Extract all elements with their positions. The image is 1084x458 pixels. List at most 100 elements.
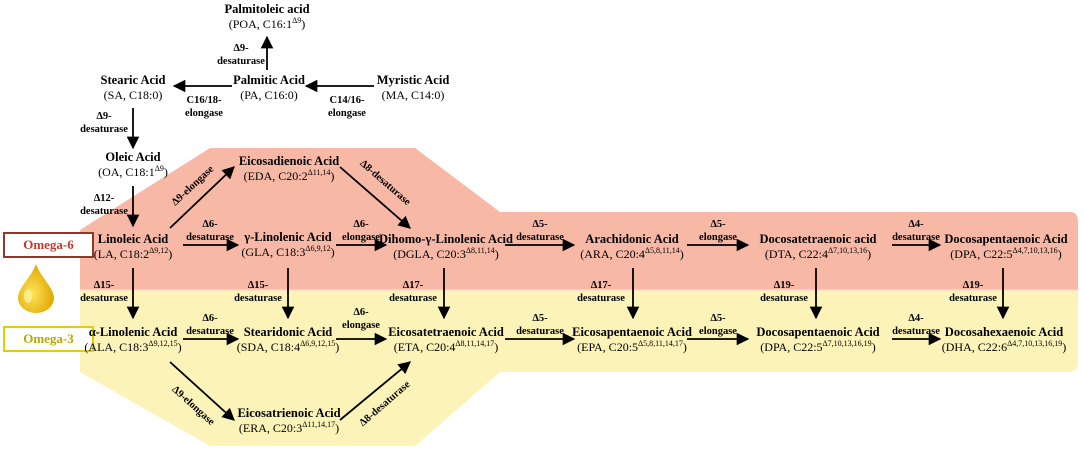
node-abbr: ETA, C20:4 bbox=[397, 340, 456, 354]
node-sup: Δ9,12 bbox=[149, 246, 169, 255]
node-sup: Δ5,8,11,14 bbox=[644, 246, 680, 255]
node-dpa6: Docosapentaenoic Acid (DPA, C22:5Δ4,7,10… bbox=[944, 232, 1068, 261]
enzyme-label-line: desaturase bbox=[80, 124, 128, 136]
node-sup: Δ7,10,13,16,19 bbox=[822, 339, 872, 348]
enzyme-label-line: Δ6- bbox=[353, 219, 369, 230]
enzyme-la-gla: Δ6-desaturase bbox=[186, 218, 234, 244]
enzyme-label-line: desaturase bbox=[80, 206, 128, 218]
enzyme-label-line: Δ19- bbox=[962, 280, 984, 291]
enzyme-ma-pa: C14/16- elongase bbox=[328, 94, 366, 120]
enzyme-label-line: desaturase bbox=[516, 232, 564, 244]
node-sup: Δ4,7,10,13,16,19 bbox=[1007, 339, 1063, 348]
node-dgla: Dihomo-γ-Linolenic Acid (DGLA, C20:3Δ8,1… bbox=[379, 232, 513, 261]
node-abbr: DPA, C22:5 bbox=[954, 247, 1013, 261]
enzyme-epa-dpa3: Δ5-elongase bbox=[699, 312, 737, 338]
enzyme-label-line: elongase bbox=[699, 232, 737, 244]
node-era: Eicosatrienoic Acid (ERA, C20:3Δ11,14,17… bbox=[237, 406, 341, 435]
node-name: Myristic Acid bbox=[376, 73, 450, 87]
enzyme-label-line: desaturase bbox=[80, 293, 128, 305]
node-name: Eicosadienoic Acid bbox=[238, 154, 340, 168]
enzyme-label-line: desaturase bbox=[892, 326, 940, 338]
node-abbr: ERA, C20:3 bbox=[242, 421, 303, 435]
enzyme-la-ala: Δ15-desaturase bbox=[80, 279, 128, 305]
enzyme-label-line: Δ9- bbox=[233, 43, 249, 54]
enzyme-oa-la: Δ12-desaturase bbox=[80, 192, 128, 218]
node-abbr: EDA, C20:2 bbox=[247, 169, 308, 183]
node-abbr: SA, C18:0 bbox=[107, 88, 159, 102]
enzyme-label-line: Δ9- bbox=[96, 111, 112, 122]
enzyme-label-line: Δ6- bbox=[202, 219, 218, 230]
enzyme-label-line: desaturase bbox=[217, 56, 265, 68]
enzyme-label-line: desaturase bbox=[949, 293, 997, 305]
enzyme-label-line: C16/18- bbox=[186, 95, 222, 106]
node-name: Eicosatetraenoic Acid bbox=[388, 325, 504, 339]
node-pa: Palmitic Acid (PA, C16:0) bbox=[233, 73, 305, 102]
enzyme-ara-dta: Δ5-elongase bbox=[699, 218, 737, 244]
node-abbr: DPA, C22:5 bbox=[764, 340, 823, 354]
node-ala: α-Linolenic Acid (ALA, C18:3Δ9,12,15) bbox=[84, 325, 182, 354]
enzyme-label-line: Δ17- bbox=[402, 280, 424, 291]
enzyme-label-line: Δ6- bbox=[353, 307, 369, 318]
enzyme-label-line: desaturase bbox=[234, 293, 282, 305]
enzyme-pa-poa: Δ9- desaturase bbox=[217, 42, 265, 68]
node-name: Docosatetraenoic acid bbox=[759, 232, 877, 246]
node-abbr: OA, C18:1 bbox=[102, 165, 155, 179]
arrow-eda-dgla bbox=[339, 166, 411, 229]
node-sup: Δ9,12,15 bbox=[148, 339, 178, 348]
node-abbr: ARA, C20:4 bbox=[584, 247, 645, 261]
enzyme-ara-epa: Δ17- desaturase bbox=[577, 279, 625, 305]
node-name: Linoleic Acid bbox=[97, 232, 169, 246]
enzyme-label-line: desaturase bbox=[892, 232, 940, 244]
enzyme-label-line: desaturase bbox=[516, 326, 564, 338]
node-abbr: POA, C16:1 bbox=[232, 17, 293, 31]
enzyme-label-line: Δ5- bbox=[532, 219, 548, 230]
node-ara: Arachidonic Acid (ARA, C20:4Δ5,8,11,14) bbox=[580, 232, 684, 261]
oil-drop-icon bbox=[18, 264, 54, 313]
node-abbr: ALA, C18:3 bbox=[88, 340, 149, 354]
arrow-era-eta bbox=[339, 361, 411, 421]
node-sup: Δ7,10,13,16 bbox=[827, 246, 868, 255]
enzyme-gla-sda: Δ15-desaturase bbox=[234, 279, 282, 305]
node-name: Stearic Acid bbox=[100, 73, 166, 87]
arrow-ala-era bbox=[169, 361, 235, 421]
node-sa: Stearic Acid (SA, C18:0) bbox=[100, 73, 166, 102]
enzyme-sda-eta: Δ6-elongase bbox=[342, 306, 380, 332]
node-sup: Δ9 bbox=[154, 164, 164, 173]
enzyme-label-line: Δ6- bbox=[202, 313, 218, 324]
node-abbr: PA, C16:0 bbox=[244, 88, 294, 102]
node-abbr: DGLA, C20:3 bbox=[397, 247, 466, 261]
enzyme-label-line: elongase bbox=[185, 108, 223, 120]
enzyme-label-line: elongase bbox=[328, 108, 366, 120]
arrow-la-eda bbox=[169, 166, 235, 229]
node-name: Docosapentaenoic Acid bbox=[756, 325, 880, 339]
node-sup: Δ9 bbox=[292, 16, 302, 25]
node-name: Palmitic Acid bbox=[233, 73, 305, 87]
node-abbr: DTA, C22:4 bbox=[768, 247, 828, 261]
node-poa: Palmitoleic acid (POA, C16:1Δ9) bbox=[224, 2, 310, 31]
node-ma: Myristic Acid (MA, C14:0) bbox=[376, 73, 450, 102]
node-name: Arachidonic Acid bbox=[585, 232, 679, 246]
node-gla: γ-Linolenic Acid (GLA, C18:3Δ6,9,12) bbox=[241, 230, 335, 259]
enzyme-label-line: desaturase bbox=[577, 293, 625, 305]
enzyme-dgla-ara: Δ5- desaturase bbox=[516, 218, 564, 244]
enzyme-label-line: Δ5- bbox=[710, 313, 726, 324]
node-name: Oleic Acid bbox=[105, 150, 161, 164]
node-sup: Δ5,8,11,14,17 bbox=[638, 339, 683, 348]
node-sda: Stearidonic Acid (SDA, C18:4Δ6,9,12,15) bbox=[236, 325, 340, 354]
node-dha: Docosahexaenoic Acid (DHA, C22:6Δ4,7,10,… bbox=[941, 325, 1067, 354]
node-sup: Δ4,7,10,13,16 bbox=[1012, 246, 1058, 255]
enzyme-label-line: Δ4- bbox=[908, 219, 924, 230]
node-name: γ-Linolenic Acid bbox=[244, 230, 332, 244]
node-sup: Δ11,14,17 bbox=[302, 420, 336, 429]
omega3-label: Omega-3 bbox=[3, 326, 94, 352]
enzyme-dgla-eta: Δ17-desaturase bbox=[389, 279, 437, 305]
node-dpa3: Docosapentaenoic Acid (DPA, C22:5Δ7,10,1… bbox=[756, 325, 880, 354]
node-abbr: MA, C14:0 bbox=[385, 88, 441, 102]
enzyme-label-line: Δ17- bbox=[590, 280, 612, 291]
enzyme-gla-dgla: Δ6-elongase bbox=[342, 218, 380, 244]
enzyme-label-line: C14/16- bbox=[329, 95, 365, 106]
node-abbr: EPA, C20:5 bbox=[581, 340, 639, 354]
node-sup: Δ6,9,12,15 bbox=[300, 339, 336, 348]
